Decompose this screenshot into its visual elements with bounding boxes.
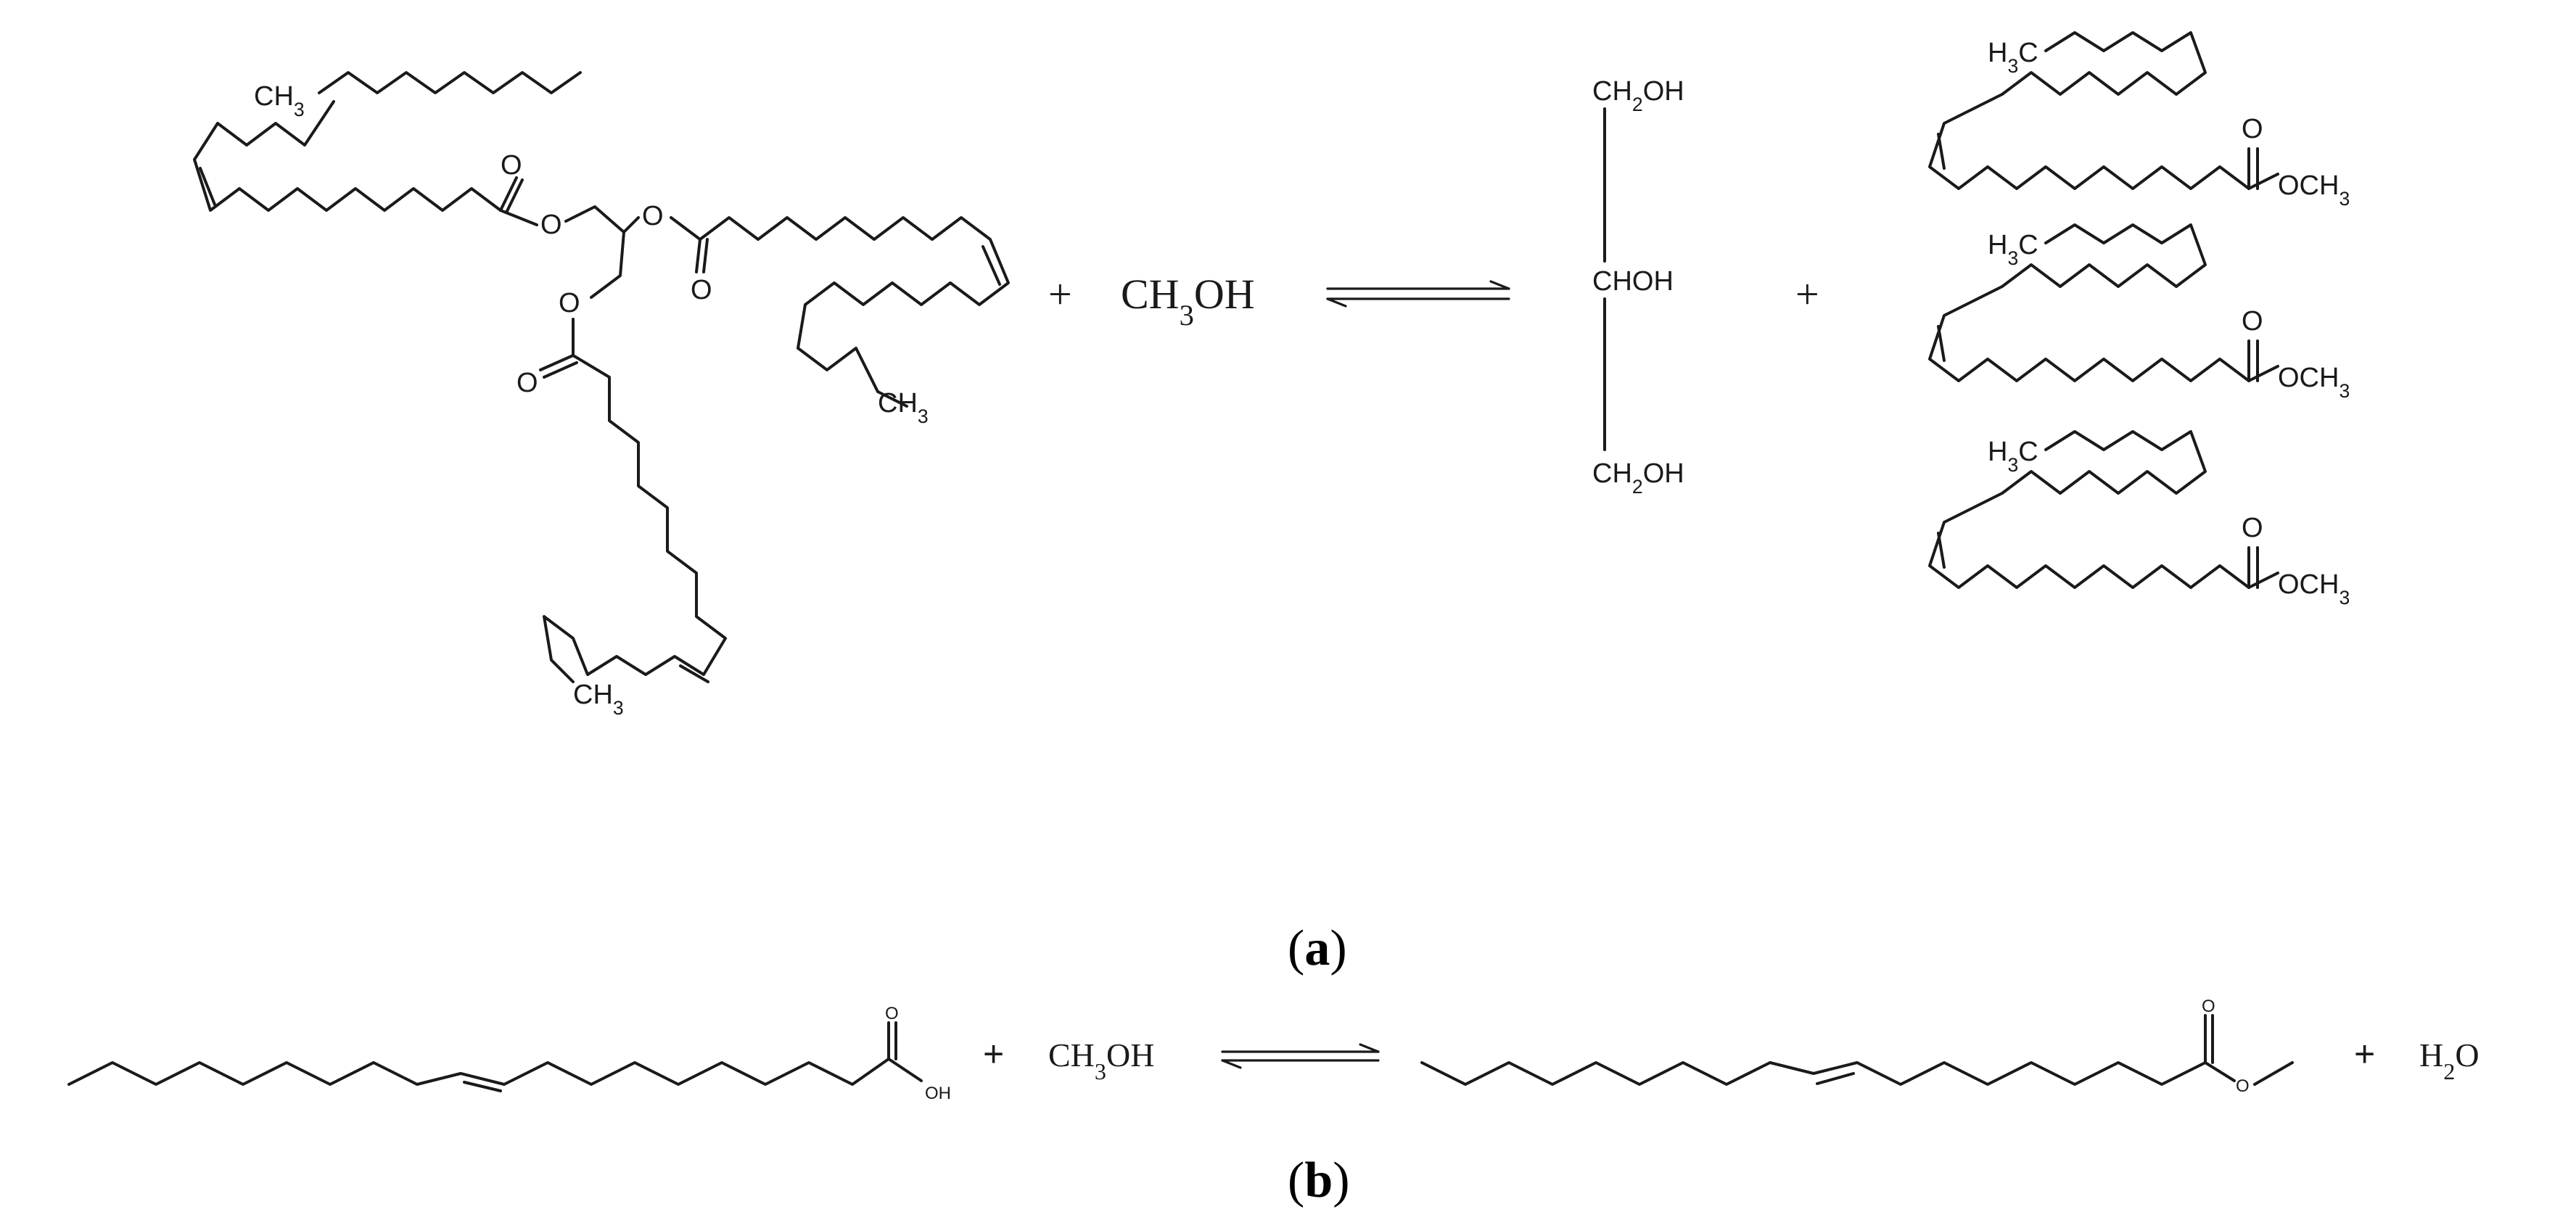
ester-1-chain xyxy=(1928,31,2250,190)
chain-1-double-bond xyxy=(199,167,216,206)
ester-2-oxygen: O xyxy=(642,201,664,231)
ester-1-link xyxy=(499,209,538,226)
ester-2-double-bond xyxy=(1937,325,1946,362)
panel-b-label: (b) xyxy=(1288,1153,1350,1208)
panel-a: O O O O CH3 O O CH3 CH3 + xyxy=(193,31,2350,976)
glycerol-middle-group: CHOH xyxy=(1592,266,1674,297)
equilibrium-arrow-a xyxy=(1326,280,1510,308)
panel-b: O OH + CH3OH O O + H2O (b) xyxy=(67,997,2480,1208)
ester-1-oxy-bond xyxy=(2247,173,2279,190)
equilibrium-arrow-b xyxy=(1221,1043,1380,1069)
ester-3-chain xyxy=(1928,430,2250,589)
glycerol-top-group: CH2OH xyxy=(1592,76,1684,115)
chain-1-terminal-label: CH3 xyxy=(254,81,305,120)
ester-2-carbonyl-oxygen: O xyxy=(2242,306,2263,337)
methyl-oleate-molecule: O O xyxy=(1420,997,2294,1096)
ester-1-terminal-label: H3C xyxy=(1988,38,2038,77)
ester-1-double-bond xyxy=(1937,133,1946,170)
glycerol-link-2 xyxy=(622,216,640,234)
ester-1-carbonyl-oxygen: O xyxy=(2242,114,2263,144)
ester-2-methoxy-label: OCH3 xyxy=(2278,363,2350,402)
oleic-acid-double-bond xyxy=(463,1081,502,1092)
chain-2-double-bond xyxy=(982,245,1001,286)
chain-3-double-bond xyxy=(679,664,709,683)
ester-1-methoxy-label: OCH3 xyxy=(2278,170,2350,210)
ester-1-carbonyl xyxy=(499,176,524,214)
ester-1-carbonyl xyxy=(2247,147,2259,190)
methyl-ester-1: H3C O OCH3 xyxy=(1928,31,2350,210)
ester-3-methoxy-label: OCH3 xyxy=(2278,569,2350,609)
methyl-ester-2: H3C O OCH3 xyxy=(1928,223,2350,402)
chain-2-terminal-label: CH3 xyxy=(878,388,929,427)
ester-3-oxy-bond xyxy=(2247,572,2279,589)
plus-sign-b1: + xyxy=(983,1034,1004,1074)
ester-2-carbonyl xyxy=(695,238,709,273)
chain-3-terminal-label: CH3 xyxy=(573,680,624,719)
triglyceride-chain-1 xyxy=(318,71,582,94)
methyl-oleate-carbonyl-oxygen: O xyxy=(2202,997,2215,1016)
ester-3-carbonyl xyxy=(2247,546,2259,589)
glycerol-backbone-3 xyxy=(590,231,625,299)
oleic-acid-oh-bond xyxy=(887,1058,923,1082)
plus-sign-a1: + xyxy=(1048,271,1072,318)
ester-1-oxygen: O xyxy=(540,210,562,240)
oleic-acid-carbonyl xyxy=(887,1021,897,1060)
ester-2-carbonyl xyxy=(2247,339,2259,382)
glycerol-molecule: CH2OH CHOH CH2OH xyxy=(1592,76,1684,498)
triglyceride-chain-3 xyxy=(543,354,727,683)
oleic-acid-molecule: O OH xyxy=(67,1004,951,1103)
carbonyl-3-oxygen: O xyxy=(517,368,538,398)
ester-3-double-bond xyxy=(1937,532,1946,569)
water-product: H2O xyxy=(2419,1036,2480,1084)
ester-2-terminal-label: H3C xyxy=(1988,230,2038,269)
ester-2-link xyxy=(670,216,701,241)
ester-2-oxy-bond xyxy=(2247,365,2279,382)
carbonyl-2-oxygen: O xyxy=(691,275,712,305)
ester-3-oxygen: O xyxy=(559,288,580,318)
triglyceride-molecule: O O O O CH3 O O CH3 CH3 xyxy=(193,71,1010,719)
oleic-acid-carbonyl-oxygen: O xyxy=(885,1004,899,1023)
carbonyl-1-oxygen: O xyxy=(501,150,522,181)
methyl-ester-3: H3C O OCH3 xyxy=(1928,430,2350,609)
oleic-acid-chain xyxy=(67,1058,890,1086)
ester-3-terminal-label: H3C xyxy=(1988,437,2038,476)
methyl-oleate-methyl xyxy=(2253,1061,2294,1086)
methanol-label-a: CH3OH xyxy=(1121,271,1255,331)
ester-3-carbonyl-oxygen: O xyxy=(2242,513,2263,543)
triglyceride-chain-2 xyxy=(699,216,1010,408)
glycerol-backbone-1 xyxy=(564,205,625,234)
oleic-acid-hydroxyl-label: OH xyxy=(925,1084,951,1103)
ester-3-carbonyl xyxy=(539,354,578,379)
plus-sign-b2: + xyxy=(2354,1034,2375,1074)
triglyceride-chain-1-lower xyxy=(193,100,502,212)
methyl-oleate-carbonyl xyxy=(2204,1014,2214,1064)
ester-2-chain xyxy=(1928,223,2250,382)
methyl-oleate-ester-oxygen: O xyxy=(2236,1076,2250,1096)
glycerol-bottom-group: CH2OH xyxy=(1592,458,1684,498)
panel-a-label: (a) xyxy=(1288,920,1347,976)
methyl-oleate-chain xyxy=(1420,1061,2207,1086)
methyl-oleate-ester-bond xyxy=(2204,1061,2236,1082)
methanol-reagent-a: CH3OH xyxy=(1121,271,1255,331)
methyl-oleate-double-bond xyxy=(1816,1072,1855,1085)
methanol-reagent-b: CH3OH xyxy=(1048,1036,1154,1084)
plus-sign-a2: + xyxy=(1795,271,1819,318)
